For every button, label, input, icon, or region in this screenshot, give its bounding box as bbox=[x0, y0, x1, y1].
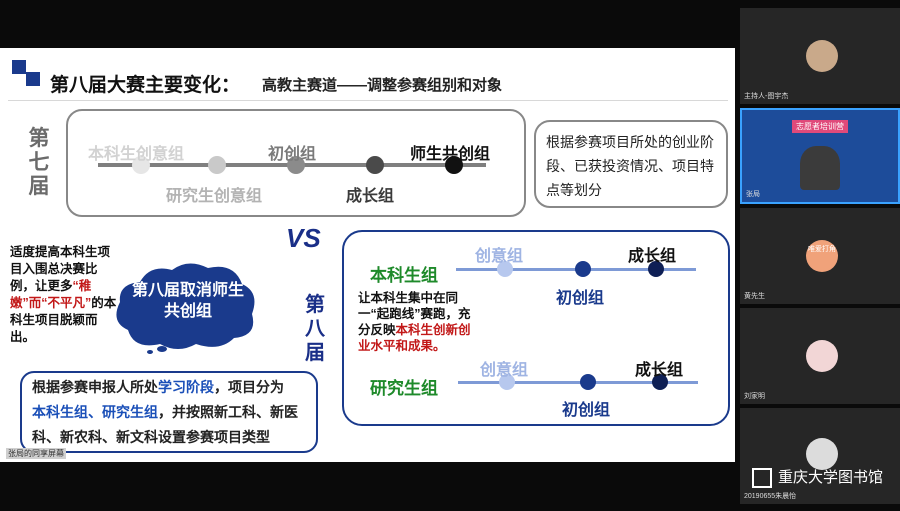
edition-7-note-box bbox=[534, 120, 728, 208]
edition-7-label: 第七届 bbox=[28, 125, 50, 198]
participant-name: 张局 bbox=[746, 191, 760, 198]
video-person bbox=[800, 146, 840, 190]
graduate-track-label: 研究生组 bbox=[370, 379, 438, 398]
group-label: 初创组 bbox=[562, 402, 611, 419]
group-label: 初创组 bbox=[556, 290, 605, 307]
avatar bbox=[806, 438, 838, 470]
timeline-dot bbox=[497, 261, 513, 277]
timeline-dot bbox=[208, 156, 226, 174]
cloud-text: 第八届取消师生共创组 bbox=[131, 282, 244, 320]
title-decoration bbox=[26, 72, 40, 86]
vs-label: VS bbox=[286, 223, 321, 253]
edition-8-box bbox=[342, 230, 730, 426]
timeline-dot bbox=[366, 156, 384, 174]
slide-subtitle: 高教主赛道——调整参赛组别和对象 bbox=[262, 77, 503, 94]
timeline-dot bbox=[287, 156, 305, 174]
avatar bbox=[806, 340, 838, 372]
bottom-note-box bbox=[20, 371, 318, 453]
title-decoration bbox=[12, 60, 26, 74]
watermark: 重庆大学图书馆 bbox=[778, 469, 884, 486]
bottom-note: 根据参赛申报人所处学习阶段，项目分为本科生组、研究生组，并按照新工科、新医科、新… bbox=[32, 379, 298, 445]
participant-tile[interactable]: 唯爱打角 黄先生 bbox=[740, 208, 900, 304]
avatar bbox=[806, 40, 838, 72]
banner-text: 志愿者培训营 bbox=[792, 120, 848, 133]
group-label: 师生共创组 bbox=[410, 146, 491, 163]
cloud-shape bbox=[116, 263, 255, 354]
timeline-dot bbox=[132, 156, 150, 174]
title-divider bbox=[8, 100, 728, 101]
graduate-timeline bbox=[458, 381, 698, 384]
middle-note: 让本科生集中在同一“起跑线”赛跑，充分反映本科生创新创业水平和成果。 bbox=[358, 291, 471, 353]
participant-name: 黄先生 bbox=[744, 293, 765, 300]
shared-slide: 第八届大赛主要变化： 高教主赛道——调整参赛组别和对象 第七届 本科生创意组 研… bbox=[0, 48, 735, 462]
timeline-dot bbox=[499, 374, 515, 390]
left-note: 适度提高本科生项目入围总决赛比例，让更多“稚嫩”而“不平凡”的本科生项目脱颖而出… bbox=[10, 245, 117, 344]
group-label: 研究生创意组 bbox=[166, 188, 263, 205]
participant-name: 主持人-图宇杰 bbox=[744, 93, 789, 100]
edition-7-note: 根据参赛项目所处的创业阶段、已获投资情况、项目特点等划分 bbox=[546, 134, 714, 198]
edition-7-box bbox=[66, 109, 526, 217]
edition-8-label: 第八届 bbox=[305, 292, 325, 364]
avatar bbox=[806, 240, 838, 272]
participant-name: 20190655朱晨怡 bbox=[744, 493, 797, 500]
participant-name: 刘家明 bbox=[744, 393, 765, 400]
participant-tile-active[interactable]: 志愿者培训营 张局 bbox=[740, 108, 900, 204]
undergrad-track-label: 本科生组 bbox=[370, 266, 438, 285]
participant-tile[interactable]: 刘家明 bbox=[740, 308, 900, 404]
group-label: 成长组 bbox=[635, 362, 684, 379]
timeline-dot bbox=[580, 374, 596, 390]
group-label: 初创组 bbox=[268, 146, 317, 163]
participant-tile[interactable]: 主持人-图宇杰 bbox=[740, 8, 900, 104]
slide-title: 第八届大赛主要变化： bbox=[50, 75, 241, 96]
share-indicator: 张局的同享屏幕 bbox=[6, 448, 66, 459]
group-label: 成长组 bbox=[346, 188, 395, 205]
timeline-dot bbox=[445, 156, 463, 174]
timeline-dot bbox=[648, 261, 664, 277]
avatar-text: 唯爱打角 bbox=[808, 246, 836, 253]
group-label: 创意组 bbox=[480, 362, 529, 379]
group-label: 创意组 bbox=[475, 248, 524, 265]
library-logo-icon bbox=[752, 468, 772, 488]
group-label: 成长组 bbox=[628, 248, 677, 265]
timeline-dot bbox=[652, 374, 668, 390]
timeline-dot bbox=[575, 261, 591, 277]
group-label: 本科生创意组 bbox=[88, 146, 185, 163]
participant-tile[interactable]: 20190655朱晨怡 bbox=[740, 408, 900, 504]
